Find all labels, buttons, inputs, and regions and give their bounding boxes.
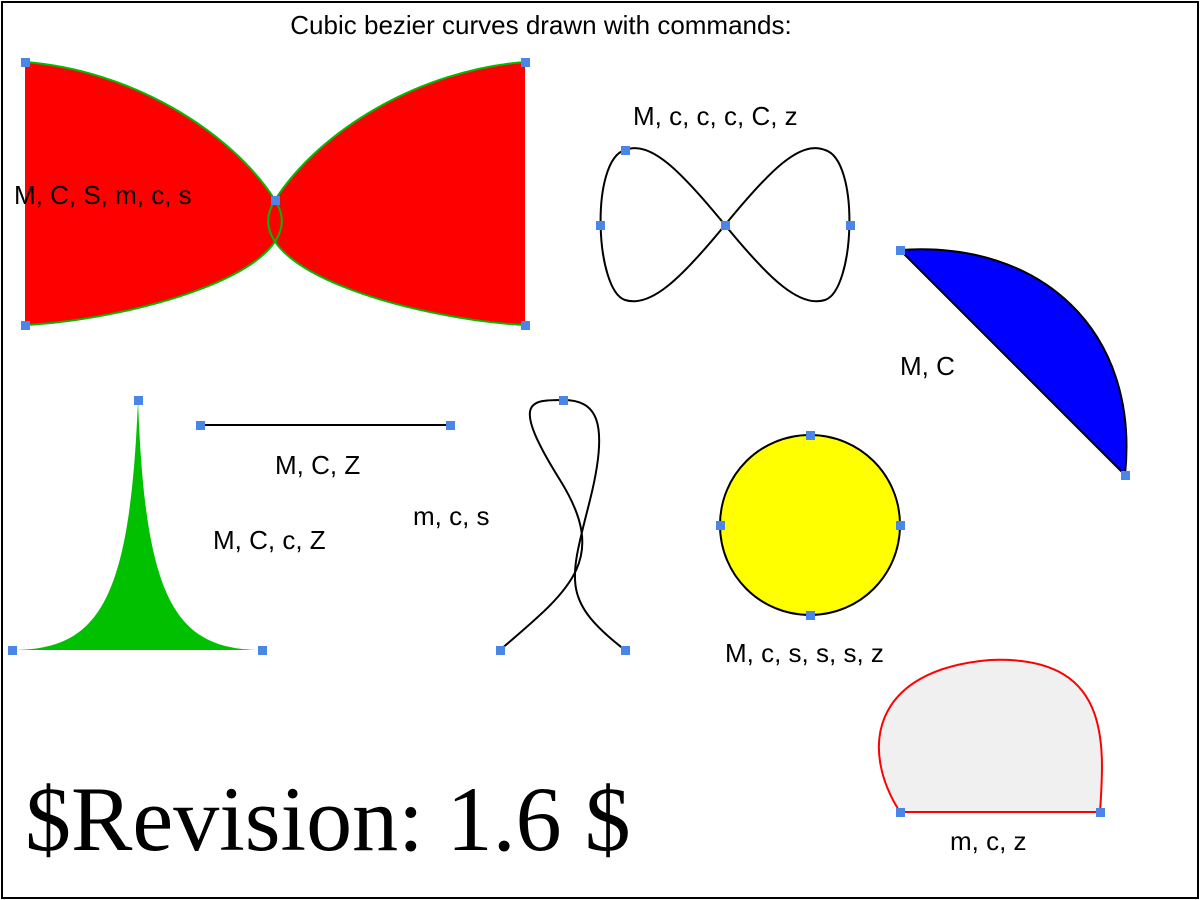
blue-wedge <box>897 248 1128 478</box>
ribbon-loop <box>500 399 625 650</box>
infinity-label: M, c, c, c, C, z <box>633 101 798 131</box>
control-point-marker <box>806 611 815 620</box>
straight-line-label: M, C, Z <box>275 450 360 480</box>
control-point-marker <box>896 246 905 255</box>
gray-dome <box>877 658 1103 813</box>
control-point-marker <box>521 58 530 67</box>
blue-wedge-label: M, C <box>900 351 955 381</box>
bowtie-shape <box>24 61 526 326</box>
control-point-marker <box>258 646 267 655</box>
control-point-marker <box>721 221 730 230</box>
control-point-marker <box>521 321 530 330</box>
control-point-marker <box>271 196 280 205</box>
revision-text: $Revision: 1.6 $ <box>25 768 631 870</box>
control-point-marker <box>896 808 905 817</box>
control-point-marker <box>596 221 605 230</box>
control-point-marker <box>846 221 855 230</box>
control-point-marker <box>196 421 205 430</box>
yellow-circle <box>718 433 902 617</box>
control-point-marker <box>621 646 630 655</box>
diagram-title: Cubic bezier curves drawn with commands: <box>290 10 791 40</box>
bowtie-right-wings <box>268 62 525 325</box>
bowtie-label: M, C, S, m, c, s <box>14 180 192 210</box>
control-point-markers <box>8 58 1130 817</box>
control-point-marker <box>806 431 815 440</box>
control-point-marker <box>716 521 725 530</box>
green-cusp <box>12 400 262 650</box>
ribbon-loop-curve <box>499 398 626 651</box>
control-point-marker <box>134 396 143 405</box>
control-point-marker <box>896 521 905 530</box>
control-point-marker <box>1096 808 1105 817</box>
control-point-marker <box>1121 471 1130 480</box>
ribbon-loop-label: m, c, s <box>413 501 490 531</box>
control-point-marker <box>8 646 17 655</box>
gray-dome-label: m, c, z <box>950 826 1027 856</box>
control-point-marker <box>559 396 568 405</box>
control-point-marker <box>21 321 30 330</box>
control-point-marker <box>446 421 455 430</box>
green-cusp-label: M, C, c, Z <box>213 525 326 555</box>
yellow-circle-label: M, c, s, s, s, z <box>725 638 884 668</box>
control-point-marker <box>496 646 505 655</box>
bowtie-left-wings <box>25 62 282 325</box>
control-point-marker <box>621 146 630 155</box>
control-point-marker <box>21 58 30 67</box>
